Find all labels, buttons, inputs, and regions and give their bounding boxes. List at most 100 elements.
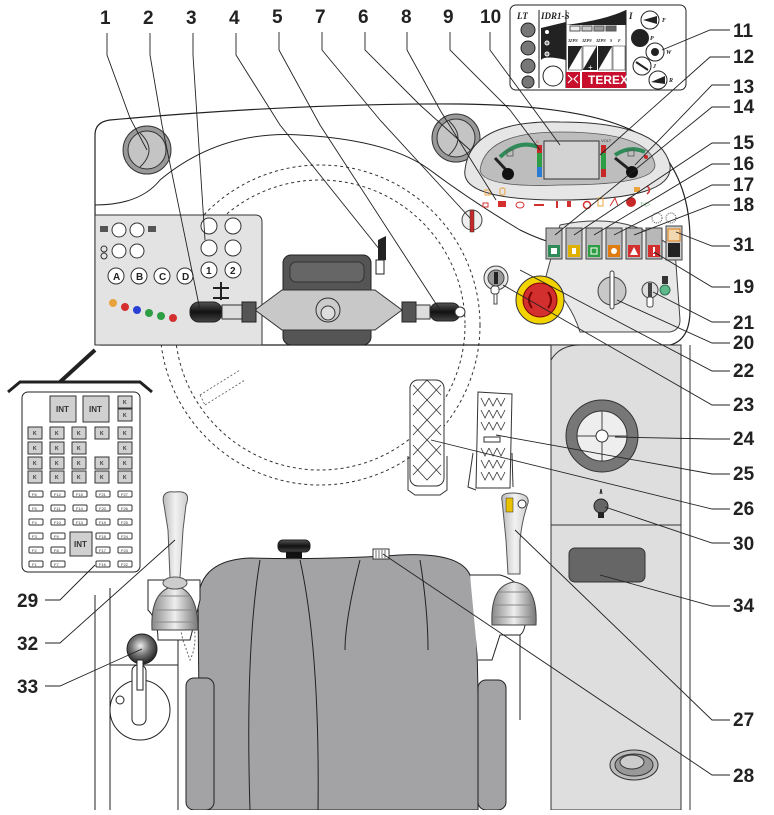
right-joystick-27[interactable] [491, 492, 537, 626]
callout-11: 11 [733, 21, 754, 42]
keypad-button[interactable] [200, 239, 218, 257]
k-relay [71, 441, 87, 455]
k-relay-label: K [33, 446, 37, 452]
switch-31[interactable] [665, 225, 683, 261]
fuse [28, 518, 44, 526]
fuse-label: F13 [76, 520, 84, 525]
callout-27: 27 [733, 710, 755, 731]
callout-23: 23 [733, 395, 755, 416]
callout-14: 14 [733, 97, 755, 118]
fuse [72, 490, 88, 498]
k-relay [27, 456, 43, 470]
rocker-switch-19[interactable] [645, 227, 663, 260]
leader-line [235, 33, 381, 251]
button-b[interactable] [130, 267, 148, 285]
terex-logo: TEREX [588, 73, 628, 87]
rocker-switch-14[interactable] [545, 227, 563, 260]
k-relay-label: K [123, 413, 127, 419]
decal-speed-3: 3ZPN [595, 38, 607, 43]
leader-line [406, 32, 497, 201]
k-relay-label: K [77, 446, 81, 452]
k-relay-label: K [33, 475, 37, 481]
emergency-stop-button[interactable] [515, 275, 565, 325]
keypad-button[interactable] [200, 217, 218, 235]
callout-33: 33 [17, 677, 39, 698]
k-relay-label: K [33, 431, 37, 437]
keypad-button[interactable] [111, 222, 127, 238]
leader-line [364, 32, 471, 151]
fuse [95, 504, 111, 512]
brake-pedal[interactable] [407, 379, 448, 496]
keypad-button[interactable] [129, 222, 145, 238]
keypad-button[interactable] [111, 243, 127, 259]
int-relay [49, 395, 77, 423]
fuse-label: F8 [54, 548, 59, 553]
button-2[interactable] [224, 261, 242, 279]
callout-15: 15 [733, 133, 755, 154]
accelerator-pedal[interactable] [467, 391, 514, 491]
keypad-right-buttons: 1 2 [200, 217, 242, 300]
leader-line [449, 32, 541, 151]
callout-5: 5 [272, 7, 283, 28]
decal-plus: + [588, 63, 593, 72]
svg-text:▷▷: ▷▷ [641, 202, 651, 208]
rotary-switch[interactable] [597, 270, 627, 310]
left-joystick-32[interactable] [151, 491, 199, 631]
lcd-display [543, 140, 600, 180]
fuse-label: F10 [54, 520, 62, 525]
k-relay-label: K [100, 461, 104, 467]
fuse [28, 490, 44, 498]
ignition-key-switch[interactable] [641, 276, 671, 308]
leader-line [652, 291, 730, 323]
keypad-led-row [109, 299, 177, 322]
keypad-button[interactable] [224, 239, 242, 257]
fuse-label: F25 [121, 520, 129, 525]
button-c-label: C [159, 272, 166, 283]
attachment-icons: F P W J R [631, 10, 673, 90]
left-stalk-2[interactable] [189, 301, 257, 323]
lumbar-adjust-28[interactable] [372, 548, 390, 560]
k-relay-label: K [123, 475, 127, 481]
leader-line [613, 184, 730, 236]
callout-8: 8 [401, 7, 412, 28]
fuse-label: F9 [54, 534, 59, 539]
leader-line [599, 574, 730, 607]
steering-column [189, 236, 466, 346]
callout-1: 1 [100, 8, 111, 29]
callout-16: 16 [733, 154, 755, 175]
rocker-switch-18[interactable] [625, 227, 643, 260]
keypad-button[interactable] [224, 217, 242, 235]
key-switch-22[interactable] [483, 265, 509, 305]
callout-6: 6 [358, 7, 369, 28]
rocker-switch-15[interactable] [565, 227, 583, 260]
fuse [50, 532, 66, 540]
storage-tray-34[interactable] [568, 547, 646, 583]
k-relay-label: K [100, 431, 104, 437]
floor-button[interactable] [609, 749, 659, 781]
leader-line [653, 251, 730, 288]
int-relay-label: INT [56, 405, 69, 414]
leader-line [495, 434, 730, 475]
keypad-button[interactable] [129, 243, 145, 259]
decal-letter-w: W [666, 50, 672, 56]
leader-line [430, 439, 730, 510]
button-c[interactable] [153, 267, 171, 285]
fuse [28, 546, 44, 554]
leader-line [604, 506, 730, 544]
button-1[interactable] [200, 261, 218, 279]
seat-adjust-knob[interactable] [277, 539, 311, 558]
k-relay [94, 470, 110, 484]
k-relay-label: K [77, 475, 81, 481]
rocker-switch-16[interactable] [585, 227, 603, 260]
fuse-label: F27 [121, 492, 129, 497]
steer-mode-icons [520, 22, 536, 89]
rocker-switch-17[interactable] [605, 227, 623, 260]
keypad-round-buttons [100, 222, 156, 260]
right-stalk-5[interactable] [401, 301, 466, 323]
button-a[interactable] [107, 267, 125, 285]
leader-line [45, 564, 96, 601]
power-socket-30[interactable] [593, 488, 609, 518]
fuse [117, 532, 133, 540]
